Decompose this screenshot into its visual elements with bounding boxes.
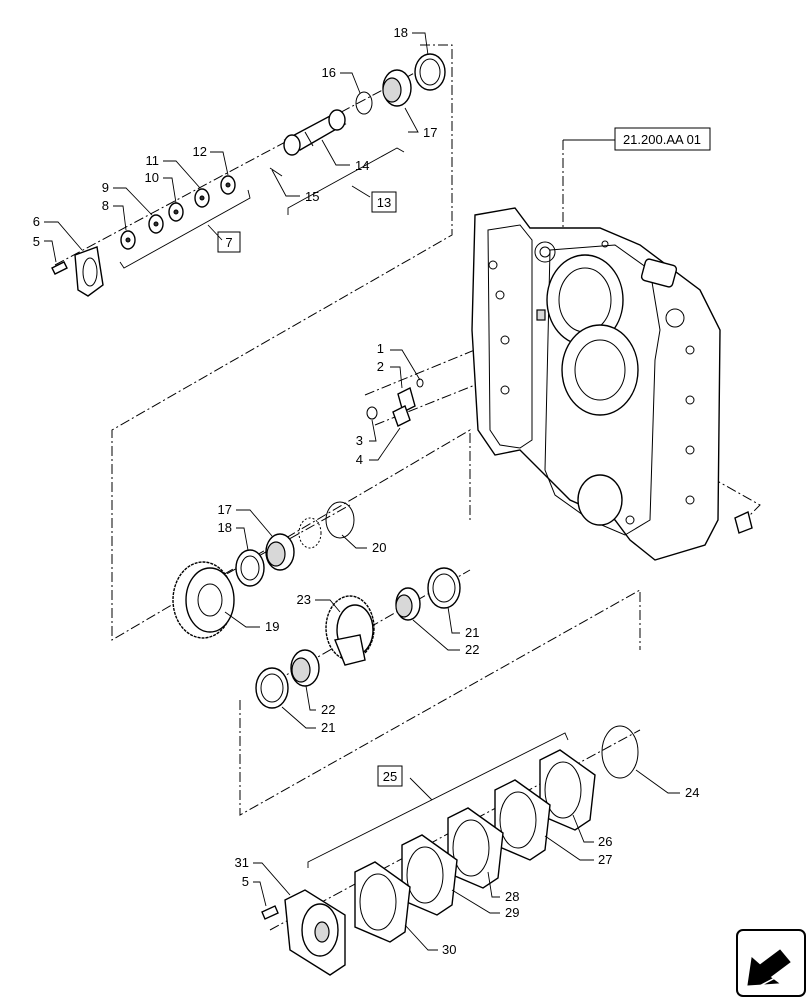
callout-21a: 21 — [465, 625, 479, 640]
callout-1: 1 — [377, 341, 384, 356]
callout-2: 2 — [377, 359, 384, 374]
boxed-callouts: 7 13 25 21.200.AA 01 — [217, 127, 711, 787]
cover-and-gaskets — [261, 725, 639, 976]
callout-8: 8 — [102, 198, 109, 213]
callout-18a: 18 — [394, 25, 408, 40]
callout-19: 19 — [265, 619, 279, 634]
upper-shaft-group — [51, 53, 446, 297]
callout-4: 4 — [356, 452, 363, 467]
callout-6: 6 — [33, 214, 40, 229]
callout-5a: 5 — [33, 234, 40, 249]
pin-group — [366, 378, 753, 534]
leader-lines — [44, 32, 680, 951]
callout-20: 20 — [372, 540, 386, 555]
callout-15: 15 — [305, 189, 319, 204]
callout-29: 29 — [505, 905, 519, 920]
lower-gear-group — [172, 501, 461, 709]
callout-17a: 17 — [423, 125, 437, 140]
callout-18b: 18 — [218, 520, 232, 535]
callout-14: 14 — [355, 158, 369, 173]
callout-5b: 5 — [242, 874, 249, 889]
callout-17b: 17 — [218, 502, 232, 517]
callout-24: 24 — [685, 785, 699, 800]
reference-label: 21.200.AA 01 — [623, 132, 701, 147]
callout-22b: 22 — [321, 702, 335, 717]
callout-26: 26 — [598, 834, 612, 849]
callout-11: 11 — [146, 153, 160, 168]
boxed-callout-7: 7 — [225, 235, 232, 250]
callout-30: 30 — [442, 942, 456, 957]
callout-22a: 22 — [465, 642, 479, 657]
callout-16: 16 — [322, 65, 336, 80]
callout-3: 3 — [356, 433, 363, 448]
boxed-callout-25: 25 — [383, 769, 397, 784]
callout-31: 31 — [235, 855, 249, 870]
callout-9: 9 — [102, 180, 109, 195]
callout-12: 12 — [193, 144, 207, 159]
callout-21b: 21 — [321, 720, 335, 735]
callout-27: 27 — [598, 852, 612, 867]
callout-labels: 1 2 3 4 5 6 8 9 10 11 12 14 15 16 17 18 … — [33, 25, 700, 957]
callout-10: 10 — [145, 170, 159, 185]
gearbox-housing — [471, 207, 721, 561]
callout-23: 23 — [297, 592, 311, 607]
callout-28: 28 — [505, 889, 519, 904]
boxed-callout-13: 13 — [377, 195, 391, 210]
navigation-arrow-icon[interactable] — [736, 929, 806, 997]
